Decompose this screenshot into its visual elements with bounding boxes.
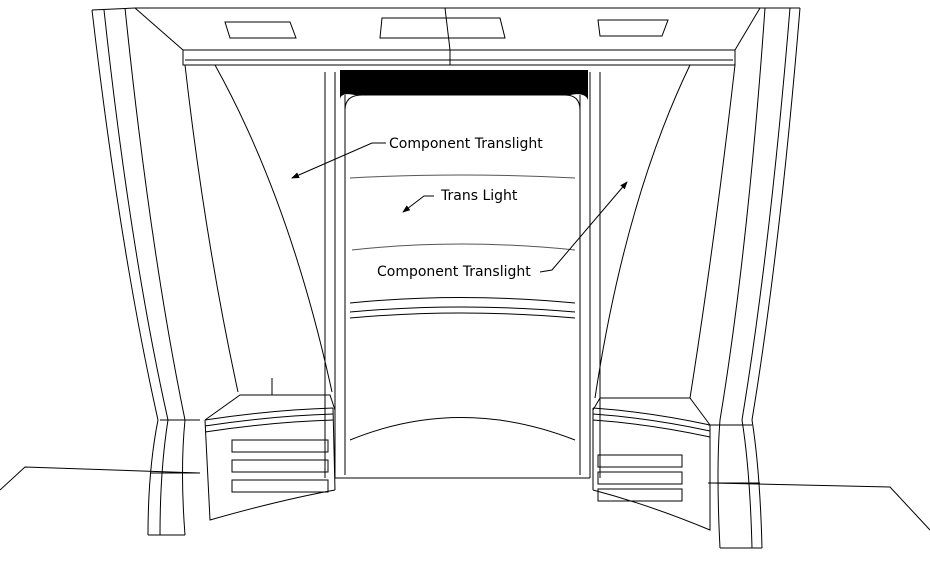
right-console (592, 397, 711, 531)
side-panels (184, 64, 736, 399)
left-pillar (91, 7, 200, 536)
label-component-translight-top: Component Translight (389, 136, 543, 152)
label-component-translight-bottom: Component Translight (377, 264, 531, 280)
top-beam (91, 7, 800, 66)
door-frame (324, 70, 601, 479)
left-console (204, 378, 336, 521)
right-pillar (708, 7, 801, 549)
floor-lines (0, 466, 930, 531)
label-trans-light: Trans Light (441, 188, 518, 204)
leader-arrows (291, 142, 628, 273)
